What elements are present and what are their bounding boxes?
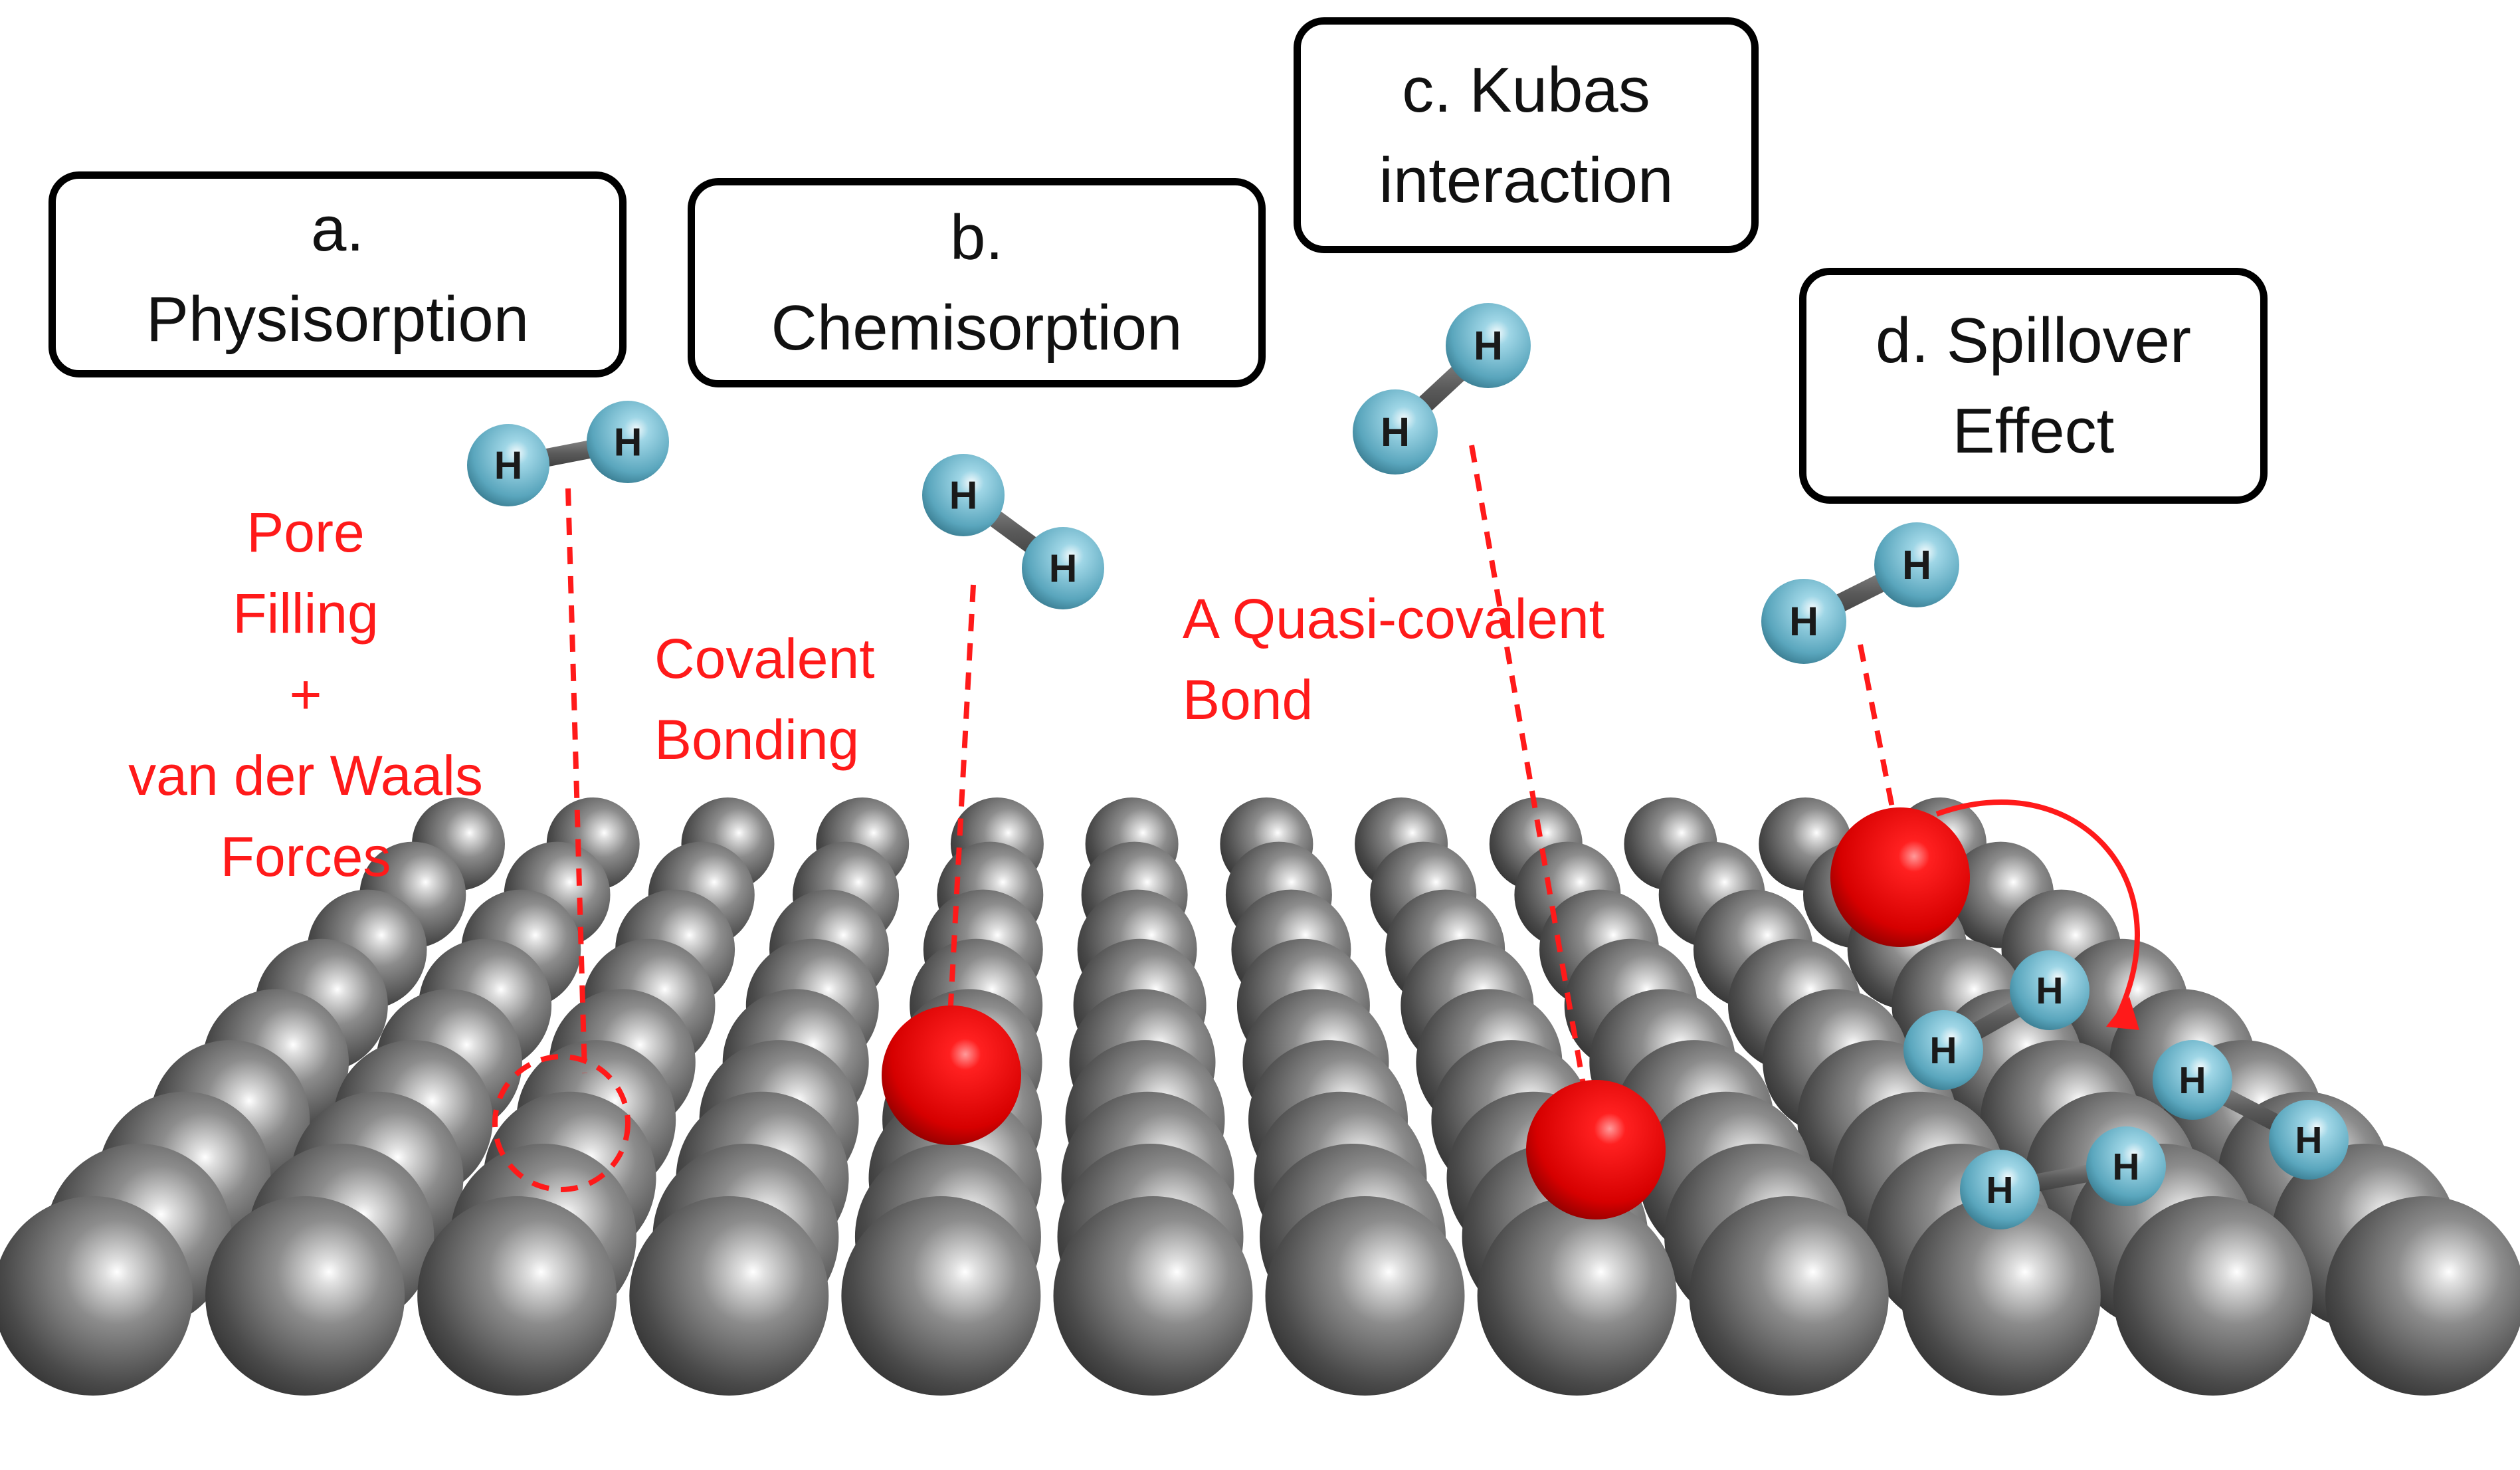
spillover-label-line2: Effect [1952,395,2115,467]
annotation-line: van der Waals [128,744,483,807]
hydrogen-atom-label: H [1474,323,1503,368]
interaction-lines [492,445,2140,1192]
hydrogen-atom [1874,522,1959,607]
hydrogen-atom [2153,1040,2232,1120]
annotation-line: Bond [1183,669,1313,731]
hydrogen-atom [1022,527,1104,609]
annotation-line: A Quasi-covalent [1183,587,1605,650]
physisorption-label-line2: Physisorption [145,284,530,355]
annotation-line: + [289,663,322,726]
chemisorption-dashed-line [947,584,976,1017]
spillover-label-line1: d. Spillover [1876,304,2191,376]
hydrogen-atom-label: H [1049,546,1078,590]
spillover-label-box: d. Spillover Effect [1799,268,2268,504]
spillover-dashed-line [1858,644,1896,815]
hydrogen-atom-label: H [2036,970,2063,1012]
chemisorbed-atom [882,1005,1021,1145]
kubas-label-line2: interaction [1379,144,1674,216]
hydrogen-molecule: HH [1761,522,1959,664]
physisorption-label-box: a. Physisorption [48,171,627,377]
hydrogen-atom-label: H [1929,1029,1957,1072]
hydrogen-molecule: HH [922,454,1104,609]
surface-atom [417,1196,617,1396]
hydrogen-atom-label: H [2112,1146,2139,1188]
hydrogen-atom-label: H [1381,409,1410,455]
annotation-line: Filling [233,582,379,645]
surface-atom [1265,1196,1465,1396]
hydrogen-atom [1446,303,1531,388]
hydrogen-atom [1960,1150,2040,1229]
physisorption-annotation: Pore Filling + van der Waals Forces [93,492,518,897]
hydrogen-atom-label: H [614,420,642,464]
chemisorption-label-line2: Chemisorption [771,292,1183,364]
hydrogen-atom [1761,579,1846,664]
hydrogen-atom [467,424,549,506]
hydrogen-molecule: HH [1903,950,2089,1090]
hydrogen-atom [2010,950,2089,1030]
surface-atom [2113,1196,2313,1396]
annotation-line: Bonding [654,708,860,771]
surface-atom [1477,1196,1677,1396]
surface-atom [205,1196,405,1396]
surface-atom [629,1196,829,1396]
surface-atom [841,1196,1041,1396]
hydrogen-atom [1903,1010,1983,1090]
physisorption-dashed-line [565,488,587,1074]
hydrogen-atom-label: H [1902,542,1931,587]
hydrogen-atom [2269,1100,2349,1180]
hydrogen-atom-label: H [1789,599,1818,644]
surface-atom [1053,1196,1253,1396]
kubas-metal-atom [1526,1080,1666,1219]
spillover-catalyst-atom [1830,807,1970,947]
metal-surface-lattice [0,797,2520,1396]
hydrogen-atom-label: H [2179,1059,2206,1102]
annotation-line: Pore [246,501,365,564]
hydrogen-atom [2086,1126,2166,1206]
surface-atom [0,1196,193,1396]
chemisorption-label-box: b. Chemisorption [688,178,1266,387]
hydrogen-molecule: HH [467,401,669,506]
hydrogen-molecule: HH [2153,1040,2349,1180]
annotation-line: Forces [220,825,391,888]
hydrogen-molecule: HH [1960,1126,2166,1229]
hydrogen-molecule: HH [1353,303,1531,474]
adsorbed-atoms [882,807,1970,1219]
spillover-migration-arrow [1935,799,2140,1021]
hydrogen-atom [1353,389,1438,474]
hydrogen-atom-label: H [949,473,978,517]
kubas-annotation: A Quasi-covalent Bond [1183,578,1604,740]
surface-atom [2325,1196,2520,1396]
hydrogen-atom-label: H [1986,1169,2013,1211]
annotation-line: Covalent [654,627,875,690]
physisorption-label-line1: a. [310,193,365,264]
surface-atom [1901,1196,2101,1396]
surface-atom [1689,1196,1889,1396]
hydrogen-atom-label: H [494,443,523,487]
kubas-label-line1: c. Kubas [1402,54,1650,126]
hydrogen-atom [922,454,1005,536]
kubas-label-box: c. Kubas interaction [1294,17,1759,253]
chemisorption-annotation: Covalent Bonding [654,618,875,780]
pore-site-dashed-circle [492,1054,630,1192]
chemisorption-label-line1: b. [949,201,1004,273]
hydrogen-atom [587,401,669,483]
arrow-head-icon [2106,997,2139,1030]
hydrogen-atom-label: H [2295,1119,2322,1162]
